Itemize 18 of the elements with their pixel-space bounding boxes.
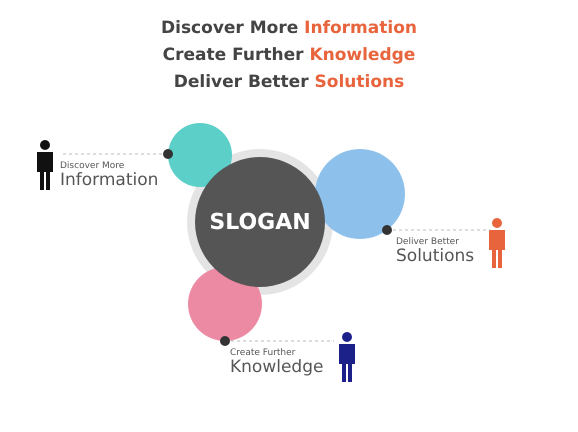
title-highlight: Solutions: [314, 72, 404, 92]
callout-heading: Information: [60, 171, 160, 190]
callout-heading: Solutions: [396, 247, 476, 266]
callout-subtitle: Deliver Better: [396, 237, 460, 247]
title-highlight: Knowledge: [309, 45, 416, 65]
leader-line: [382, 225, 490, 235]
callout-subtitle: Create Further: [230, 348, 296, 358]
leader-line: [62, 149, 174, 159]
leader-line: [220, 336, 334, 346]
title-text: Discover More: [161, 18, 298, 38]
callout-subtitle: Discover More: [60, 161, 126, 171]
title-text: Create Further: [162, 45, 304, 65]
title-text: Deliver Better: [174, 72, 309, 92]
callout-heading: Knowledge: [230, 358, 324, 377]
circle-shape: [168, 123, 232, 187]
title-highlight: Information: [304, 18, 417, 38]
circle-shape: [315, 149, 405, 239]
slogan-text: SLOGAN: [209, 210, 311, 234]
